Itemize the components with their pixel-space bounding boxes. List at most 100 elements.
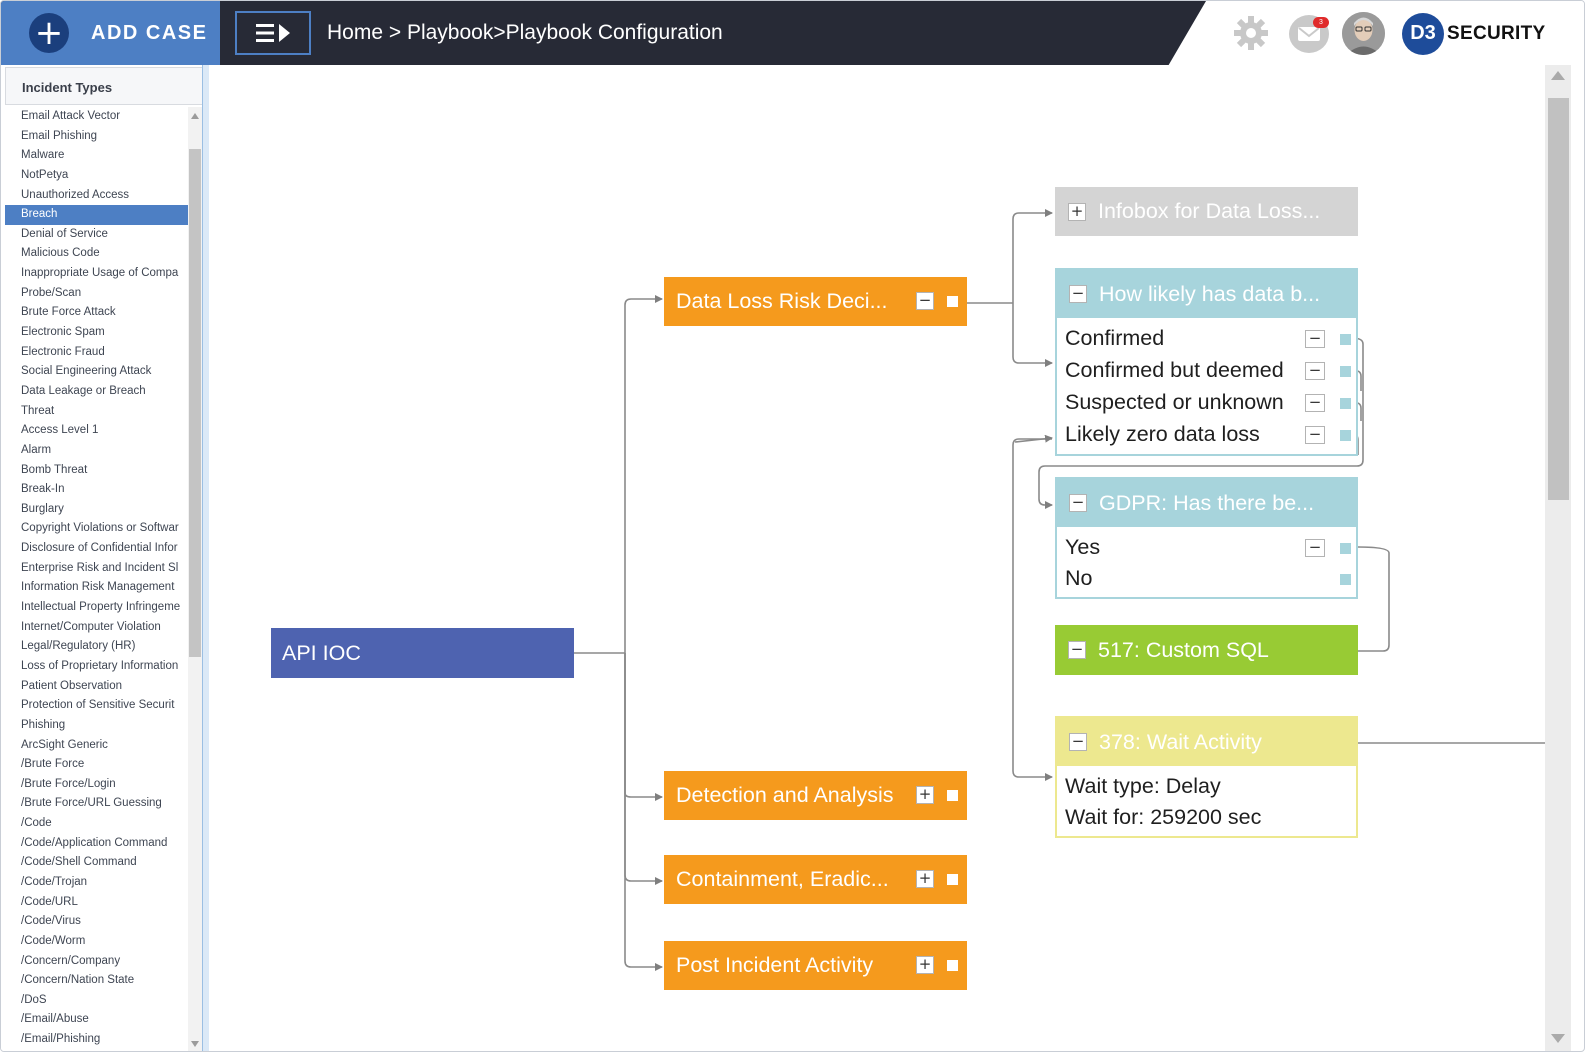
incident-type-item[interactable]: Information Risk Management [21,581,175,594]
menu-toggle-button[interactable] [235,11,311,55]
collapse-toggle-icon[interactable]: − [916,292,934,310]
decision-option[interactable]: Suspected or unknown [1065,390,1284,414]
post-incident-stage-node[interactable]: Post Incident Activity + [664,941,967,990]
incident-type-item[interactable]: /Email/Phishing [21,1033,101,1046]
gdpr-decision-node[interactable]: − GDPR: Has there be... Yes − No [1055,477,1358,599]
incident-type-item[interactable]: Electronic Spam [21,326,105,339]
incident-type-item[interactable]: /Concern/Nation State [21,974,135,987]
expand-toggle-icon[interactable]: + [916,786,934,804]
panel-splitter[interactable] [202,65,209,1051]
collapse-toggle-icon[interactable]: − [1069,733,1087,751]
scroll-up-arrow-icon[interactable] [191,113,199,119]
incident-type-item[interactable]: Inappropriate Usage of Compa [21,267,179,280]
incident-type-item[interactable]: Bomb Threat [21,463,88,476]
add-case-button[interactable]: + ADD CASE [1,1,220,65]
incident-type-item[interactable]: Social Engineering Attack [21,365,152,378]
incident-type-item[interactable]: Copyright Violations or Softwar [21,522,179,535]
settings-gear-icon[interactable] [1233,15,1269,51]
data-likelihood-decision-node[interactable]: − How likely has data b... Confirmed − C… [1055,268,1358,456]
incident-type-item[interactable]: /DoS [21,993,47,1006]
detection-analysis-stage-node[interactable]: Detection and Analysis + [664,771,967,820]
mail-button[interactable]: 3 [1289,15,1329,53]
incident-type-item[interactable]: /Code/Application Command [21,836,168,849]
output-port[interactable] [947,790,958,801]
option-port[interactable] [1340,574,1351,585]
incident-type-item[interactable]: /Brute Force [21,758,85,771]
incident-type-item[interactable]: Protection of Sensitive Securit [21,699,175,712]
option-port[interactable] [1340,334,1351,345]
collapse-toggle-icon[interactable]: − [1069,494,1087,512]
incident-type-item[interactable]: Malware [21,149,65,162]
breadcrumb-text[interactable]: Home > Playbook>Playbook Configuration [327,21,723,44]
incident-type-item[interactable]: Alarm [21,443,52,456]
incident-type-item[interactable]: Burglary [21,502,64,515]
incident-type-item[interactable]: /Concern/Company [21,954,121,967]
incident-type-item[interactable]: Break-In [21,483,65,496]
incident-type-item[interactable]: /Email/Abuse [21,1013,89,1026]
incident-type-item[interactable]: Data Leakage or Breach [21,384,146,397]
incident-type-item[interactable]: Email Attack Vector [21,110,121,122]
incident-type-item[interactable]: /Brute Force/Login [21,777,116,790]
decision-option[interactable]: Likely zero data loss [1065,422,1260,446]
output-port[interactable] [947,960,958,971]
incident-type-item[interactable]: Legal/Regulatory (HR) [21,640,136,653]
incident-type-item[interactable]: NotPetya [21,168,69,181]
incident-type-item[interactable]: Malicious Code [21,247,100,260]
collapse-toggle-icon[interactable]: − [1305,539,1325,557]
user-avatar[interactable] [1342,12,1385,55]
api-ioc-node[interactable]: API IOC [271,628,574,678]
incident-type-item[interactable]: Breach [5,205,188,225]
incident-type-item[interactable]: /Code/URL [21,895,78,908]
incident-type-item[interactable]: /Code/Shell Command [21,856,137,869]
option-port[interactable] [1340,366,1351,377]
incident-list-scrollbar[interactable] [188,107,202,1051]
playbook-canvas[interactable]: API IOC Data Loss Risk Deci... − Detecti… [209,65,1545,1051]
incident-type-item[interactable]: ArcSight Generic [21,738,108,751]
scroll-thumb[interactable] [189,149,201,657]
incident-type-item[interactable]: /Code [21,817,52,830]
incident-type-item[interactable]: Disclosure of Confidential Infor [21,542,178,555]
containment-stage-node[interactable]: Containment, Eradic... + [664,855,967,904]
collapse-toggle-icon[interactable]: − [1068,641,1086,659]
output-port[interactable] [947,296,958,307]
scroll-up-arrow-icon[interactable] [1551,71,1565,80]
incident-type-item[interactable]: Unauthorized Access [21,188,130,201]
incident-type-item[interactable]: Probe/Scan [21,286,82,299]
canvas-scrollbar[interactable] [1545,65,1571,1051]
incident-type-item[interactable]: /Code/Virus [21,915,81,928]
option-port[interactable] [1340,543,1351,554]
expand-toggle-icon[interactable]: + [916,870,934,888]
expand-toggle-icon[interactable]: + [916,956,934,974]
infobox-data-loss-node[interactable]: + Infobox for Data Loss... [1055,187,1358,236]
incident-type-item[interactable]: /Code/Worm [21,934,86,947]
incident-type-item[interactable]: /Brute Force/URL Guessing [21,797,162,810]
scroll-down-arrow-icon[interactable] [191,1041,199,1047]
scroll-thumb[interactable] [1548,98,1569,500]
incident-type-item[interactable]: Threat [21,404,55,417]
data-loss-risk-stage-node[interactable]: Data Loss Risk Deci... − [664,277,967,326]
incident-type-item[interactable]: Enterprise Risk and Incident Sl [21,561,179,574]
incident-type-item[interactable]: Internet/Computer Violation [21,620,161,633]
collapse-toggle-icon[interactable]: − [1305,330,1325,348]
incident-type-item[interactable]: Loss of Proprietary Information [21,659,179,672]
scroll-down-arrow-icon[interactable] [1551,1034,1565,1043]
decision-option[interactable]: Confirmed but deemed [1065,358,1284,382]
wait-activity-node[interactable]: − 378: Wait Activity Wait type: Delay Wa… [1055,716,1358,838]
decision-option[interactable]: No [1065,566,1093,590]
incident-type-item[interactable]: Electronic Fraud [21,345,105,358]
incident-type-item[interactable]: Access Level 1 [21,424,99,437]
collapse-toggle-icon[interactable]: − [1305,394,1325,412]
incident-type-item[interactable]: Denial of Service [21,227,108,240]
incident-type-item[interactable]: Phishing [21,718,66,731]
incident-type-item[interactable]: Email Phishing [21,129,98,142]
output-port[interactable] [947,874,958,885]
incident-type-item[interactable]: Patient Observation [21,679,123,692]
collapse-toggle-icon[interactable]: − [1305,362,1325,380]
incident-type-item[interactable]: Intellectual Property Infringeme [21,601,181,614]
custom-sql-task-node[interactable]: − 517: Custom SQL [1055,625,1358,675]
collapse-toggle-icon[interactable]: − [1305,426,1325,444]
option-port[interactable] [1340,430,1351,441]
collapse-toggle-icon[interactable]: − [1069,285,1087,303]
decision-option[interactable]: Yes [1065,535,1101,559]
decision-option[interactable]: Confirmed [1065,326,1165,350]
